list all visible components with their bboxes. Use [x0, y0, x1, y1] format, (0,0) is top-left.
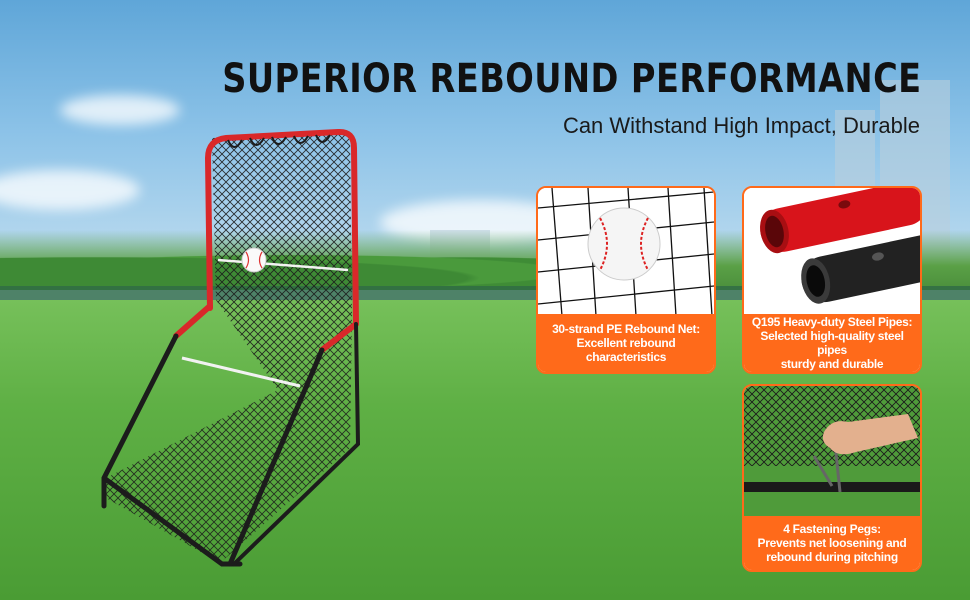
rebounder-net-illustration	[101, 128, 361, 567]
cloud	[0, 170, 140, 210]
headline: SUPERIOR REBOUND PERFORMANCE	[222, 56, 922, 102]
red-frame	[204, 128, 359, 327]
upper-net	[212, 134, 352, 390]
feature-card-pipes: Q195 Heavy-duty Steel Pipes: Selected hi…	[742, 186, 922, 374]
steel-pipes-photo	[744, 188, 920, 316]
feature-caption-pegs: 4 Fastening Pegs: Prevents net loosening…	[744, 516, 920, 570]
feature-caption-net: 30-strand PE Rebound Net: Excellent rebo…	[538, 314, 714, 372]
lower-net	[106, 316, 352, 563]
hand	[822, 414, 918, 455]
net-closeup-photo	[538, 188, 714, 316]
feature-caption-pipes: Q195 Heavy-duty Steel Pipes: Selected hi…	[744, 314, 920, 372]
baseball	[241, 247, 267, 273]
cloud	[60, 95, 180, 125]
baseball-closeup	[587, 207, 661, 281]
subheadline: Can Withstand High Impact, Durable	[562, 113, 920, 138]
feature-card-pegs: 4 Fastening Pegs: Prevents net loosening…	[742, 384, 922, 572]
fastening-pegs-photo	[744, 386, 920, 518]
feature-card-net: 30-strand PE Rebound Net: Excellent rebo…	[536, 186, 716, 374]
